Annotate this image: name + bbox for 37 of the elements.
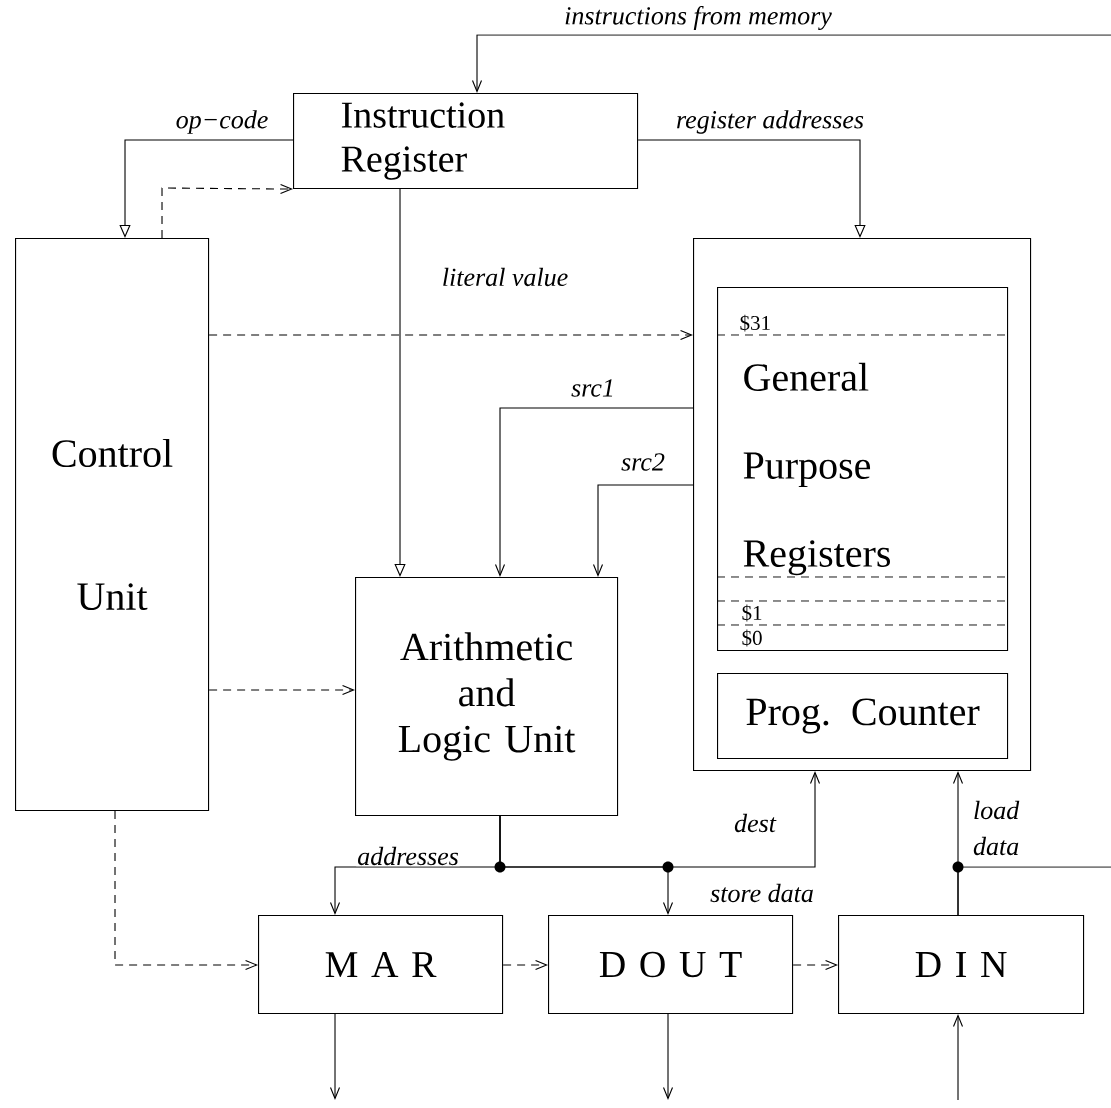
arrow: [592, 484, 694, 577]
register-label: $1: [742, 604, 762, 622]
counter-box: Prog. Counter: [717, 673, 1009, 760]
register-box: M A R: [258, 915, 504, 1015]
register-file-box: [693, 238, 1032, 772]
edge-label: instructions from memory: [563, 5, 833, 31]
arrow: [471, 34, 1111, 93]
edge-label: addresses: [356, 845, 460, 867]
edge-label: src1: [570, 378, 616, 398]
arrow: [394, 188, 406, 577]
register-box: Instruction Register: [293, 93, 639, 190]
arrow: [662, 1013, 674, 1100]
arrow: [114, 810, 258, 971]
arrow: [637, 139, 866, 238]
arrow: [161, 183, 293, 239]
edge-label: store data: [709, 882, 815, 904]
register-label: $0: [742, 629, 762, 647]
arrow: [329, 1013, 341, 1100]
edge-label: load data: [973, 800, 1020, 856]
edge-label: src2: [620, 452, 666, 472]
alu-box: Arithmetic and Logic Unit: [355, 577, 619, 817]
arrow: [208, 684, 355, 696]
edge-label: literal value: [440, 266, 570, 288]
arrow: [208, 329, 693, 341]
arrow: [499, 771, 821, 868]
edge-label: op−code: [174, 109, 270, 135]
register-box: D O U T: [548, 915, 794, 1015]
control-unit-box: Control Unit: [15, 238, 210, 812]
arrow: [119, 139, 294, 238]
register-label: $31: [740, 314, 770, 332]
edge-label: dest: [733, 812, 777, 834]
arrow: [494, 407, 694, 577]
arrow: [792, 959, 838, 971]
arrow: [952, 1014, 964, 1101]
arrow: [502, 959, 548, 971]
register-box: D I N: [838, 915, 1085, 1015]
edge-label: register addresses: [675, 109, 865, 135]
